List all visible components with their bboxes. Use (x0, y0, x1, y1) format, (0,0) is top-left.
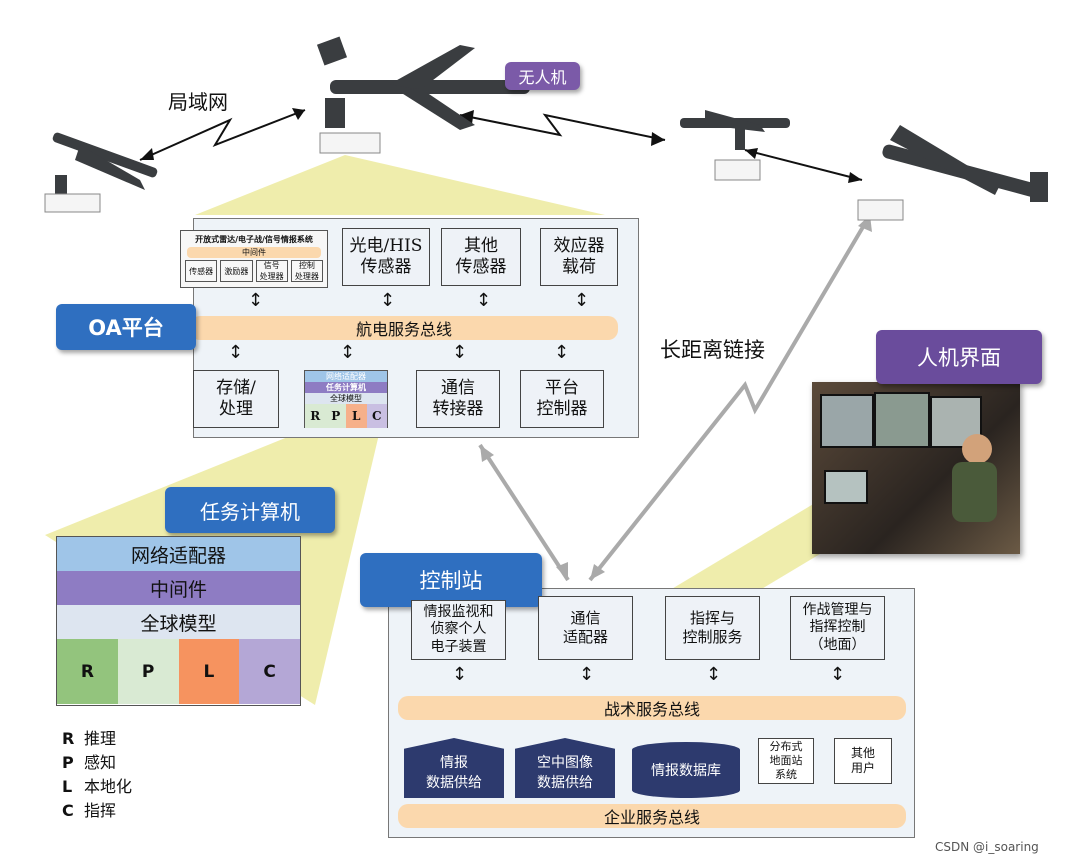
cell-r: R (57, 639, 118, 704)
open-radar-middleware: 中间件 (187, 247, 321, 258)
uav-icon-main (316, 36, 530, 130)
middleware-row: 中间件 (57, 571, 300, 605)
cell-c: C (239, 639, 300, 704)
network-adapter-row: 网络适配器 (57, 537, 300, 571)
open-radar-system-box: 开放式雷达/电子战/信号情报系统 中间件 传感器 激励器 信号 处理器 控制 处… (180, 230, 328, 288)
open-radar-title: 开放式雷达/电子战/信号情报系统 (195, 234, 313, 244)
mini-r: R (305, 404, 326, 428)
arrow-icon: ↕ (476, 290, 492, 311)
arrow-icon: ↕ (248, 290, 264, 311)
uav-link (459, 113, 666, 141)
inner-sensor: 传感器 (185, 260, 218, 282)
avionics-service-bus: 航电服务总线 (190, 316, 618, 340)
uav-link-2 (744, 149, 863, 181)
intel-feed-block: 情报 数据供给 (404, 738, 504, 798)
mission-computer-tag: 任务计算机 (165, 487, 335, 533)
eo-his-sensor-box: 光电/HIS 传感器 (342, 228, 430, 286)
lan-link (139, 109, 306, 161)
arrow-icon: ↕ (452, 664, 468, 685)
arrow-icon: ↕ (452, 342, 468, 363)
mini-l: L (346, 404, 367, 428)
intel-database-cylinder: 情报数据库 (632, 742, 740, 798)
c2-service-box: 指挥与 控制服务 (665, 596, 760, 660)
uav-callout-wedge (195, 155, 605, 215)
mini-mission-computer-label: 任务计算机 (305, 382, 387, 393)
arrow-icon: ↕ (574, 290, 590, 311)
tactical-service-bus: 战术服务总线 (398, 696, 906, 720)
uav-icon-mid (680, 110, 790, 150)
hmi-photo (812, 382, 1020, 554)
arrow-icon: ↕ (380, 290, 396, 311)
inner-exciter: 激励器 (220, 260, 253, 282)
arrow-icon: ↕ (340, 342, 356, 363)
lan-label: 局域网 (168, 90, 228, 114)
uav-icon-right (882, 125, 1048, 202)
long-link-label: 长距离链接 (660, 338, 765, 362)
comm-adapter-station-box: 通信 适配器 (538, 596, 633, 660)
aerial-image-feed-block: 空中图像 数据供给 (515, 738, 615, 798)
global-model-row: 全球模型 (57, 605, 300, 639)
mini-mission-computer: 网络适配器 任务计算机 全球模型 R P L C (304, 370, 388, 428)
battle-management-box: 作战管理与 指挥控制 （地面） (790, 596, 885, 660)
isr-device-box: 情报监视和 侦察个人 电子装置 (411, 600, 506, 660)
control-station-tag: 控制站 (360, 553, 542, 607)
comm-adapter-box: 通信 转接器 (416, 370, 500, 428)
storage-processing-box: 存储/ 处理 (193, 370, 279, 428)
arrow-icon: ↕ (554, 342, 570, 363)
inner-control-processor: 控制 处理器 (290, 260, 323, 282)
arrow-icon: ↕ (706, 664, 722, 685)
watermark: CSDN @i_soaring (935, 840, 1039, 854)
inner-signal-processor: 信号 处理器 (255, 260, 288, 282)
long-range-link (588, 213, 872, 582)
other-users-box: 其他 用户 (834, 738, 892, 784)
mini-p: P (325, 404, 346, 428)
mini-global-model: 全球模型 (305, 393, 387, 404)
mini-network-adapter: 网络适配器 (305, 371, 387, 382)
mission-computer-stack: 网络适配器 中间件 全球模型 R P L C (56, 536, 301, 706)
arrow-icon: ↕ (579, 664, 595, 685)
oa-platform-tag: OA平台 (56, 304, 196, 350)
enterprise-service-bus: 企业服务总线 (398, 804, 906, 828)
cell-l: L (178, 639, 240, 704)
mini-c: C (366, 404, 387, 428)
platform-controller-box: 平台 控制器 (520, 370, 604, 428)
arrow-icon: ↕ (830, 664, 846, 685)
effector-payload-box: 效应器 载荷 (540, 228, 618, 286)
oa-station-link (478, 443, 570, 582)
cell-p: P (117, 639, 179, 704)
distributed-ground-station-box: 分布式 地面站 系统 (758, 738, 814, 784)
uav-icon-left (52, 132, 158, 195)
uav-tag: 无人机 (505, 62, 580, 90)
other-sensor-box: 其他 传感器 (441, 228, 521, 286)
arrow-icon: ↕ (228, 342, 244, 363)
hmi-tag: 人机界面 (876, 330, 1042, 384)
